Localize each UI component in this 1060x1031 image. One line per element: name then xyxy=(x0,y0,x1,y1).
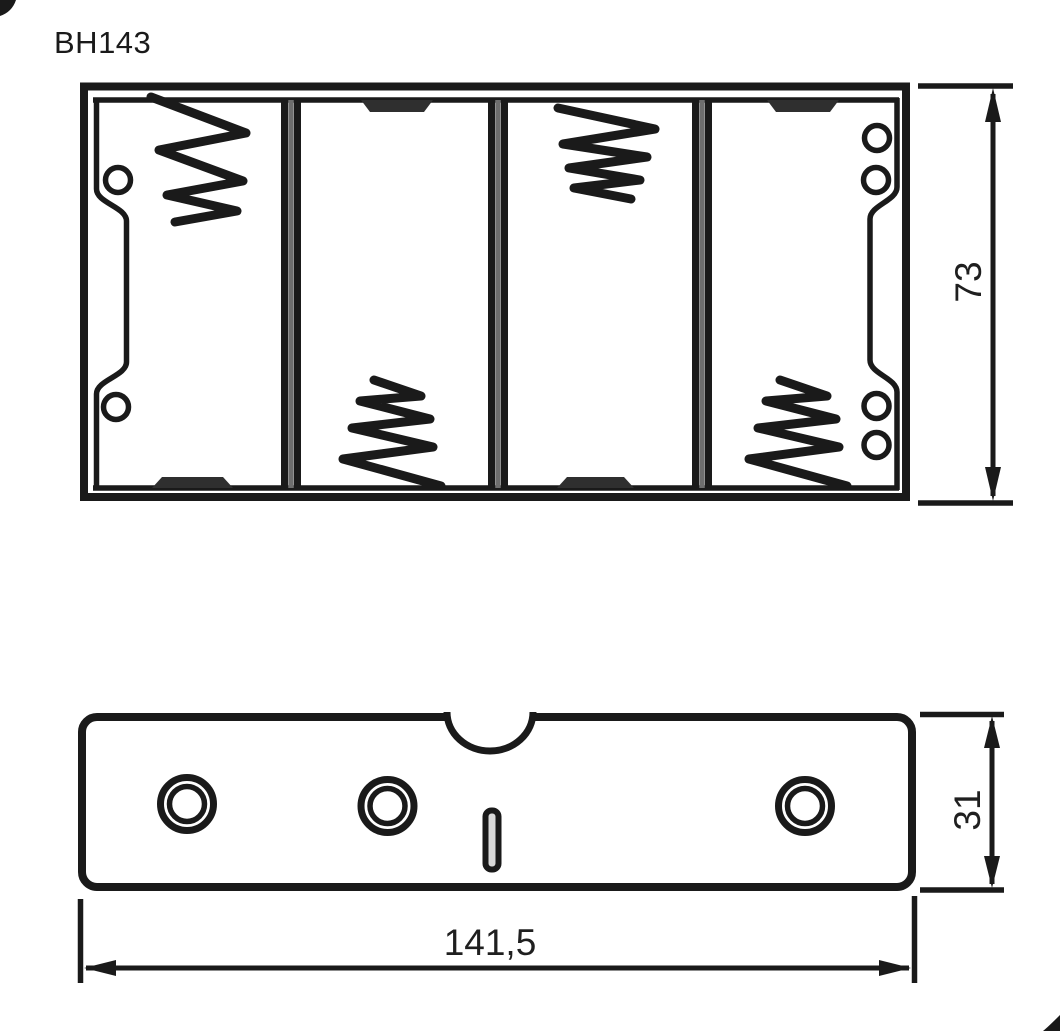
mounting-rivet xyxy=(157,774,217,834)
arrowhead-down-icon xyxy=(985,467,1001,501)
cell-divider xyxy=(281,100,301,488)
cell-divider xyxy=(488,100,508,488)
dimension-depth-label: 31 xyxy=(947,789,988,830)
notch-cutout xyxy=(447,704,533,721)
part-number-label: BH143 xyxy=(54,25,152,60)
slot-opening xyxy=(482,807,502,873)
top-view xyxy=(80,82,910,501)
cell-divider xyxy=(692,100,712,488)
rivet-hole xyxy=(861,390,892,422)
dimension-depth: 31 xyxy=(920,711,1004,893)
spring-contact xyxy=(744,375,852,491)
mounting-rivet xyxy=(357,776,418,836)
rivet-hole xyxy=(861,429,892,461)
bottom-view xyxy=(78,704,916,891)
contact-tab xyxy=(152,477,233,488)
dimension-length-label: 141,5 xyxy=(444,922,537,963)
contact-bracket-right xyxy=(867,98,900,490)
dimension-height-label: 73 xyxy=(948,261,989,302)
contact-tab xyxy=(767,100,839,112)
spring-contact xyxy=(146,92,251,227)
arrowhead-up-icon xyxy=(985,88,1001,122)
housing-outline xyxy=(80,82,910,501)
contact-tab xyxy=(557,477,634,488)
rivet-hole xyxy=(861,122,893,154)
arrowhead-down-icon xyxy=(984,856,1000,888)
rivet-hole xyxy=(860,164,892,196)
rivet-hole xyxy=(102,164,134,196)
contact-tab xyxy=(361,100,433,112)
dimension-length: 141,5 xyxy=(77,896,918,983)
thumb-notch xyxy=(443,711,537,755)
arrowhead-left-icon xyxy=(84,960,116,976)
contact-bracket-left xyxy=(93,98,130,490)
mounting-rivet xyxy=(775,776,835,836)
page-corner-artifact-top-left xyxy=(0,0,16,16)
arrowhead-right-icon xyxy=(879,960,911,976)
spring-contact xyxy=(338,375,446,491)
arrowhead-up-icon xyxy=(984,716,1000,748)
rivet-hole xyxy=(100,391,132,423)
dimension-height: 73 xyxy=(918,83,1013,506)
page-corner-artifact-bottom-right xyxy=(1043,1015,1060,1031)
spring-contact xyxy=(553,103,660,204)
